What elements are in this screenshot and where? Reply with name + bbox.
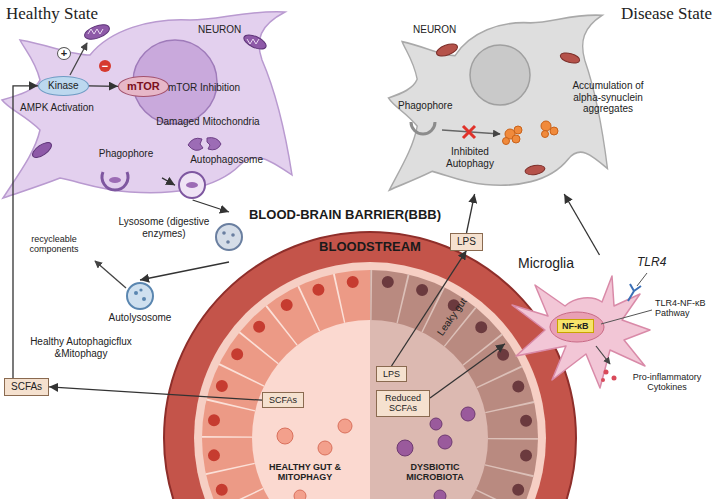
arrow-connector [430,344,505,398]
lps-box: LPS [450,233,483,251]
arrow-connector [162,178,175,185]
arrow-connector [467,194,475,233]
process-label: mTOR Inhibition [168,82,240,94]
phagophore: Phagophore [90,148,162,192]
minus-sign: − [99,60,111,72]
node-text: SCFAs [11,381,42,393]
arrow-connector [49,387,262,400]
node-text: NF-κB [562,321,589,331]
panel-heading: Healthy State [6,4,98,24]
node-text: TLR4 [637,256,666,270]
gut-label: HEALTHY GUT & MITOPHAGY [262,462,348,483]
arrow-connector [140,262,229,280]
process-label: Healthy Autophagicflux &Mitophagy [22,336,140,359]
reduced-scfa-box: Reduced SCFAs [376,390,430,417]
node-text: SCFAs [269,395,297,405]
panel-heading: Disease State [600,4,712,24]
process-label: AMPK Activation [20,102,94,114]
autophagosome: Autophagosome [175,154,263,200]
node-text: TLR4-NF-κB Pathway [655,298,713,319]
plus-sign: + [57,47,71,60]
node-text: NEURON [413,24,456,36]
node-text: Autolysosome [100,312,180,324]
node-text: Phagophore [90,148,162,160]
microglia-cell: Microglia TLR4TLR4-NF-κB PathwayPro-infla… [505,255,715,403]
vessel-label: BLOODSTREAM [300,240,440,255]
gut-label: Leaky gut [433,293,471,341]
node-text: Kinase [48,80,79,92]
lps-box: LPS [376,366,407,382]
scfa-box: SCFAs [4,378,49,396]
process-label: Accumulation of alpha-synuclein aggregat… [558,80,658,115]
node-text: Pro-inflammatory Cytokines [622,372,712,393]
node-text: Lysosome (digestive enzymes) [115,216,213,239]
arrow-connector [13,86,38,378]
node-text: NEURON [198,24,241,36]
mtor-ellipse: mTOR [118,76,169,97]
node-text: Damaged Mitochondria [148,116,268,128]
process-label: Inhibited Autophagy [440,146,500,169]
node-text: Autophagosome [184,154,263,166]
node-text: Microglia [518,255,574,271]
nfkb-box: NF-κB [557,319,594,333]
gut-label: DYSBIOTIC MICROBIOTA [392,462,478,483]
barrier-label: BLOOD-BRAIN BARRIER(BBB) [230,208,460,223]
node-text: mTOR [127,80,160,93]
arrow-connector [89,85,118,87]
autolysosome: Autolysosome [100,280,180,326]
arrow-connector [193,200,229,212]
damaged-mitochondria: Damaged Mitochondria [148,116,268,152]
node-text: LPS [457,236,476,248]
node-text: Reduced SCFAs [383,393,423,414]
process-label: Phagophore [398,100,453,112]
node-text: LPS [383,369,400,379]
kinase-ellipse: Kinase [38,76,89,96]
process-label: recycleable components [18,234,90,255]
arrow-connector [564,194,599,255]
scfa-box: SCFAs [262,392,304,408]
lysosome: Lysosome (digestive enzymes) [115,212,245,262]
